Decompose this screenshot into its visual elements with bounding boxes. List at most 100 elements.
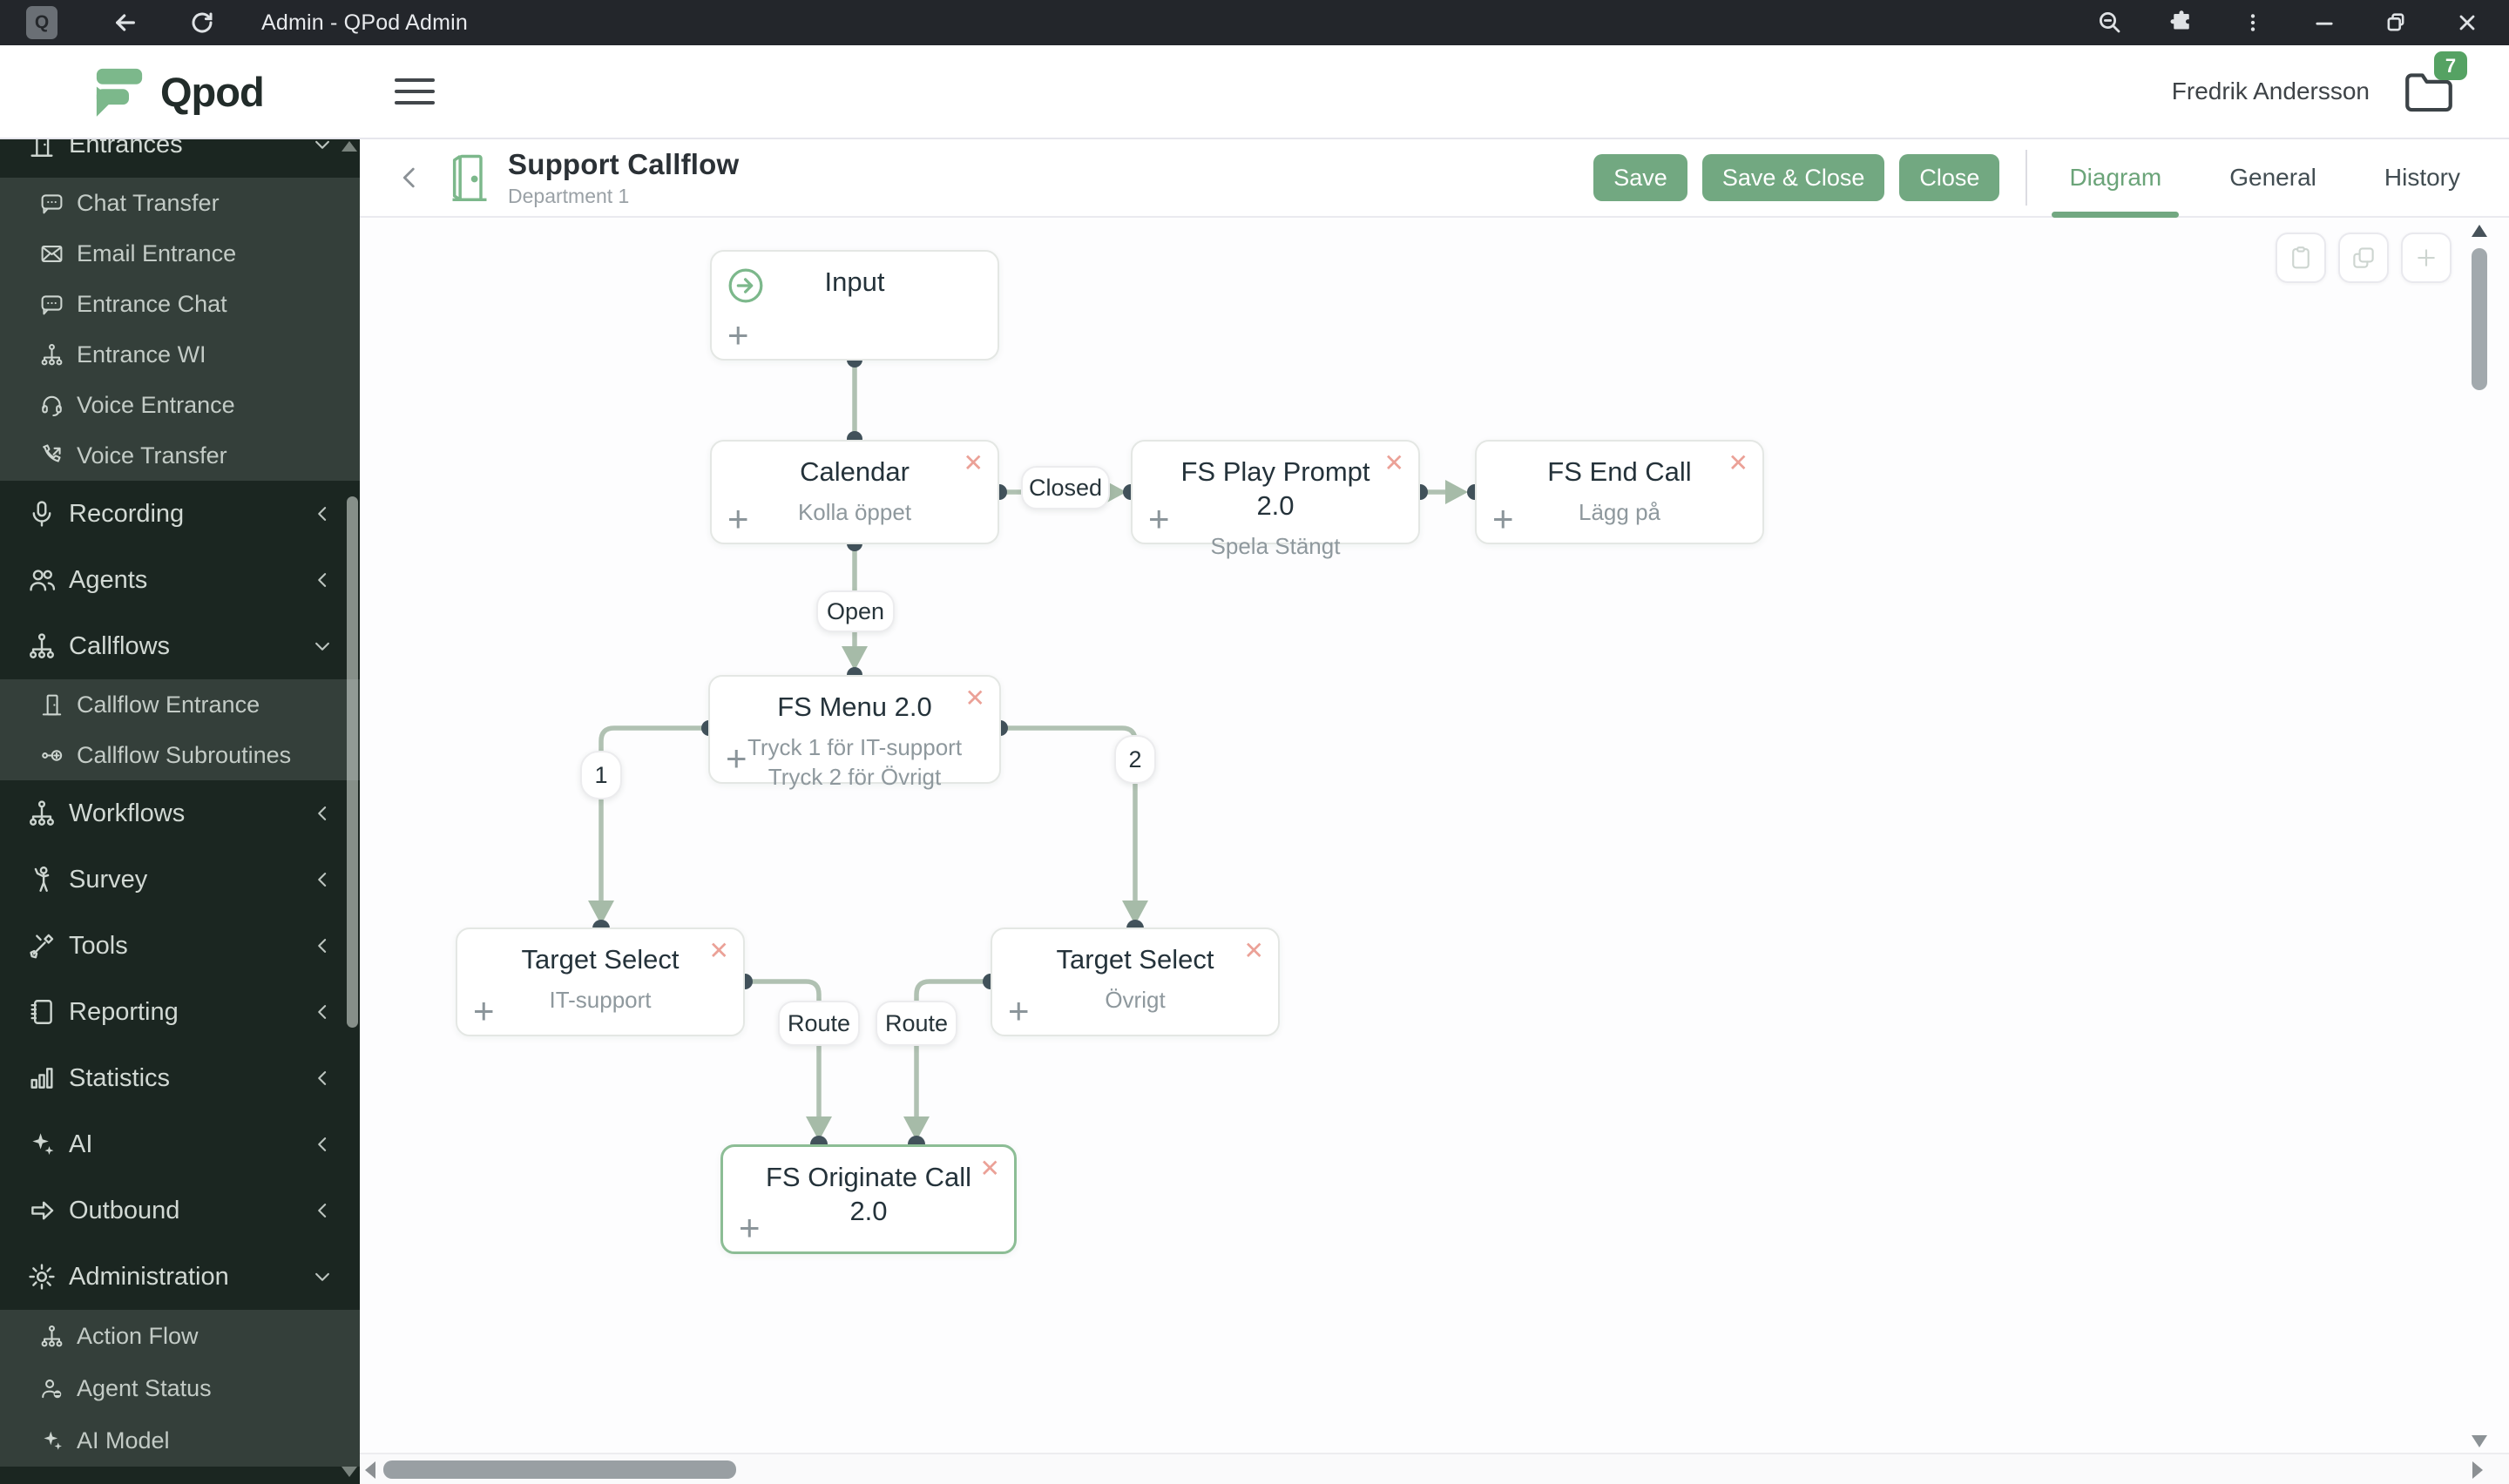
sidebar-item-entrances[interactable]: Entrances	[0, 139, 360, 178]
node-add-icon[interactable]: +	[1008, 990, 1030, 1031]
sidebar-item-callflow-subroutines[interactable]: Callflow Subroutines	[0, 730, 360, 780]
node-add-icon[interactable]: +	[739, 1207, 761, 1248]
close-button[interactable]: Close	[1899, 154, 2000, 201]
sidebar-item-administration[interactable]: Administration	[0, 1244, 360, 1310]
sidebar-item-recording[interactable]: Recording	[0, 481, 360, 547]
browser-back-icon[interactable]	[108, 5, 143, 40]
sidebar-item-label: Entrance WI	[77, 341, 206, 368]
node-close-icon[interactable]: ✕	[979, 1155, 1000, 1182]
save-close-button[interactable]: Save & Close	[1701, 154, 1885, 201]
edge-label-route1[interactable]: Route	[778, 1001, 860, 1046]
sidebar-item-callflows[interactable]: Callflows	[0, 613, 360, 679]
node-add-icon[interactable]: +	[1492, 498, 1514, 539]
hamburger-menu-icon[interactable]	[394, 76, 435, 107]
scroll-left-icon[interactable]	[365, 1461, 375, 1479]
flow-edges	[588, 352, 1483, 1153]
edge-label-one[interactable]: 1	[580, 751, 622, 799]
scroll-right-icon[interactable]	[2472, 1461, 2483, 1479]
sidebar-item-callflow-entrance[interactable]: Callflow Entrance	[0, 679, 360, 730]
node-add-icon[interactable]: +	[726, 738, 747, 779]
node-close-icon[interactable]: ✕	[1728, 449, 1748, 476]
sidebar-item-agents[interactable]: Agents	[0, 547, 360, 613]
copy-button[interactable]	[2338, 233, 2389, 283]
browser-reload-icon[interactable]	[185, 5, 220, 40]
edge-label-two[interactable]: 2	[1114, 735, 1156, 784]
sidebar-item-reporting[interactable]: Reporting	[0, 979, 360, 1045]
node-add-icon[interactable]: +	[1148, 498, 1170, 539]
horizontal-scroll-thumb[interactable]	[383, 1460, 736, 1479]
sidebar-scroll-up-icon[interactable]	[342, 141, 357, 152]
tools-icon	[27, 931, 57, 961]
sidebar-item-outbound[interactable]: Outbound	[0, 1177, 360, 1244]
app-logo[interactable]: Qpod	[91, 63, 265, 120]
edge-label-open[interactable]: Open	[816, 590, 895, 632]
sidebar-item-survey[interactable]: Survey	[0, 847, 360, 913]
sidebar-item-ai[interactable]: AI	[0, 1111, 360, 1177]
window-minimize-icon[interactable]	[2307, 5, 2342, 40]
mic-icon	[27, 499, 57, 529]
node-close-icon[interactable]: ✕	[1383, 449, 1404, 476]
sidebar-scroll-down-icon[interactable]	[342, 1467, 357, 1477]
sidebar-item-label: Action Flow	[77, 1322, 199, 1349]
user-name[interactable]: Fredrik Andersson	[2171, 78, 2370, 105]
tab-general[interactable]: General	[2229, 164, 2316, 191]
plus-icon	[2413, 245, 2439, 271]
vertical-scrollbar[interactable]	[2471, 225, 2488, 1453]
node-add-icon[interactable]: +	[473, 990, 495, 1031]
node-close-icon[interactable]: ✕	[1243, 937, 1264, 964]
scroll-down-icon[interactable]	[2472, 1435, 2487, 1447]
node-fs-originate-call-2-0[interactable]: ✕FS Originate Call 2.0+	[720, 1144, 1017, 1254]
chevron-down-icon	[309, 139, 335, 158]
sidebar-item-entrance-chat[interactable]: Entrance Chat	[0, 279, 360, 329]
node-close-icon[interactable]: ✕	[964, 685, 985, 712]
sidebar-item-voice-transfer[interactable]: Voice Transfer	[0, 430, 360, 481]
node-add-icon[interactable]: +	[727, 498, 749, 539]
node-close-icon[interactable]: ✕	[708, 937, 729, 964]
browser-menu-icon[interactable]	[2235, 5, 2270, 40]
sidebar-item-statistics[interactable]: Statistics	[0, 1045, 360, 1111]
sidebar-item-tools[interactable]: Tools	[0, 913, 360, 979]
node-add-icon[interactable]: +	[727, 314, 749, 355]
sidebar-item-workflows[interactable]: Workflows	[0, 780, 360, 847]
page-subtitle: Department 1	[508, 184, 630, 207]
vertical-scroll-thumb[interactable]	[2472, 248, 2487, 390]
headset-icon	[39, 393, 64, 418]
window-close-icon[interactable]	[2450, 5, 2485, 40]
sidebar-item-chat-transfer[interactable]: Chat Transfer	[0, 178, 360, 228]
sidebar-item-label: Voice Transfer	[77, 442, 227, 469]
edge-label-route2[interactable]: Route	[876, 1001, 957, 1046]
chat-icon	[39, 292, 64, 317]
extensions-icon[interactable]	[2164, 5, 2199, 40]
scroll-up-icon[interactable]	[2472, 225, 2487, 237]
sidebar-item-agent-status[interactable]: Agent Status	[0, 1362, 360, 1414]
tab-diagram[interactable]: Diagram	[2052, 143, 2180, 218]
back-button[interactable]	[395, 163, 424, 192]
sidebar-item-action-flow[interactable]: Action Flow	[0, 1310, 360, 1362]
workspace-folder-button[interactable]: 7	[2403, 51, 2467, 114]
horizontal-scrollbar[interactable]	[360, 1453, 2509, 1484]
add-button[interactable]	[2401, 233, 2452, 283]
sidebar-item-ai-model[interactable]: AI Model	[0, 1414, 360, 1467]
tab-history[interactable]: History	[2384, 164, 2460, 191]
paste-button[interactable]	[2276, 233, 2326, 283]
node-input[interactable]: Input+	[710, 250, 999, 361]
sidebar-item-email-entrance[interactable]: Email Entrance	[0, 228, 360, 279]
sidebar-item-voice-entrance[interactable]: Voice Entrance	[0, 380, 360, 430]
sidebar-item-entrance-wi[interactable]: Entrance WI	[0, 329, 360, 380]
zoom-out-icon[interactable]	[2093, 5, 2127, 40]
window-restore-icon[interactable]	[2378, 5, 2413, 40]
sidebar-scrollbar[interactable]	[347, 496, 358, 1028]
sidebar-item-label: Chat Transfer	[77, 189, 220, 216]
node-close-icon[interactable]: ✕	[963, 449, 984, 476]
edge-label-closed[interactable]: Closed	[1021, 466, 1110, 509]
callflow-door-icon	[447, 151, 492, 205]
save-button[interactable]: Save	[1593, 154, 1687, 201]
